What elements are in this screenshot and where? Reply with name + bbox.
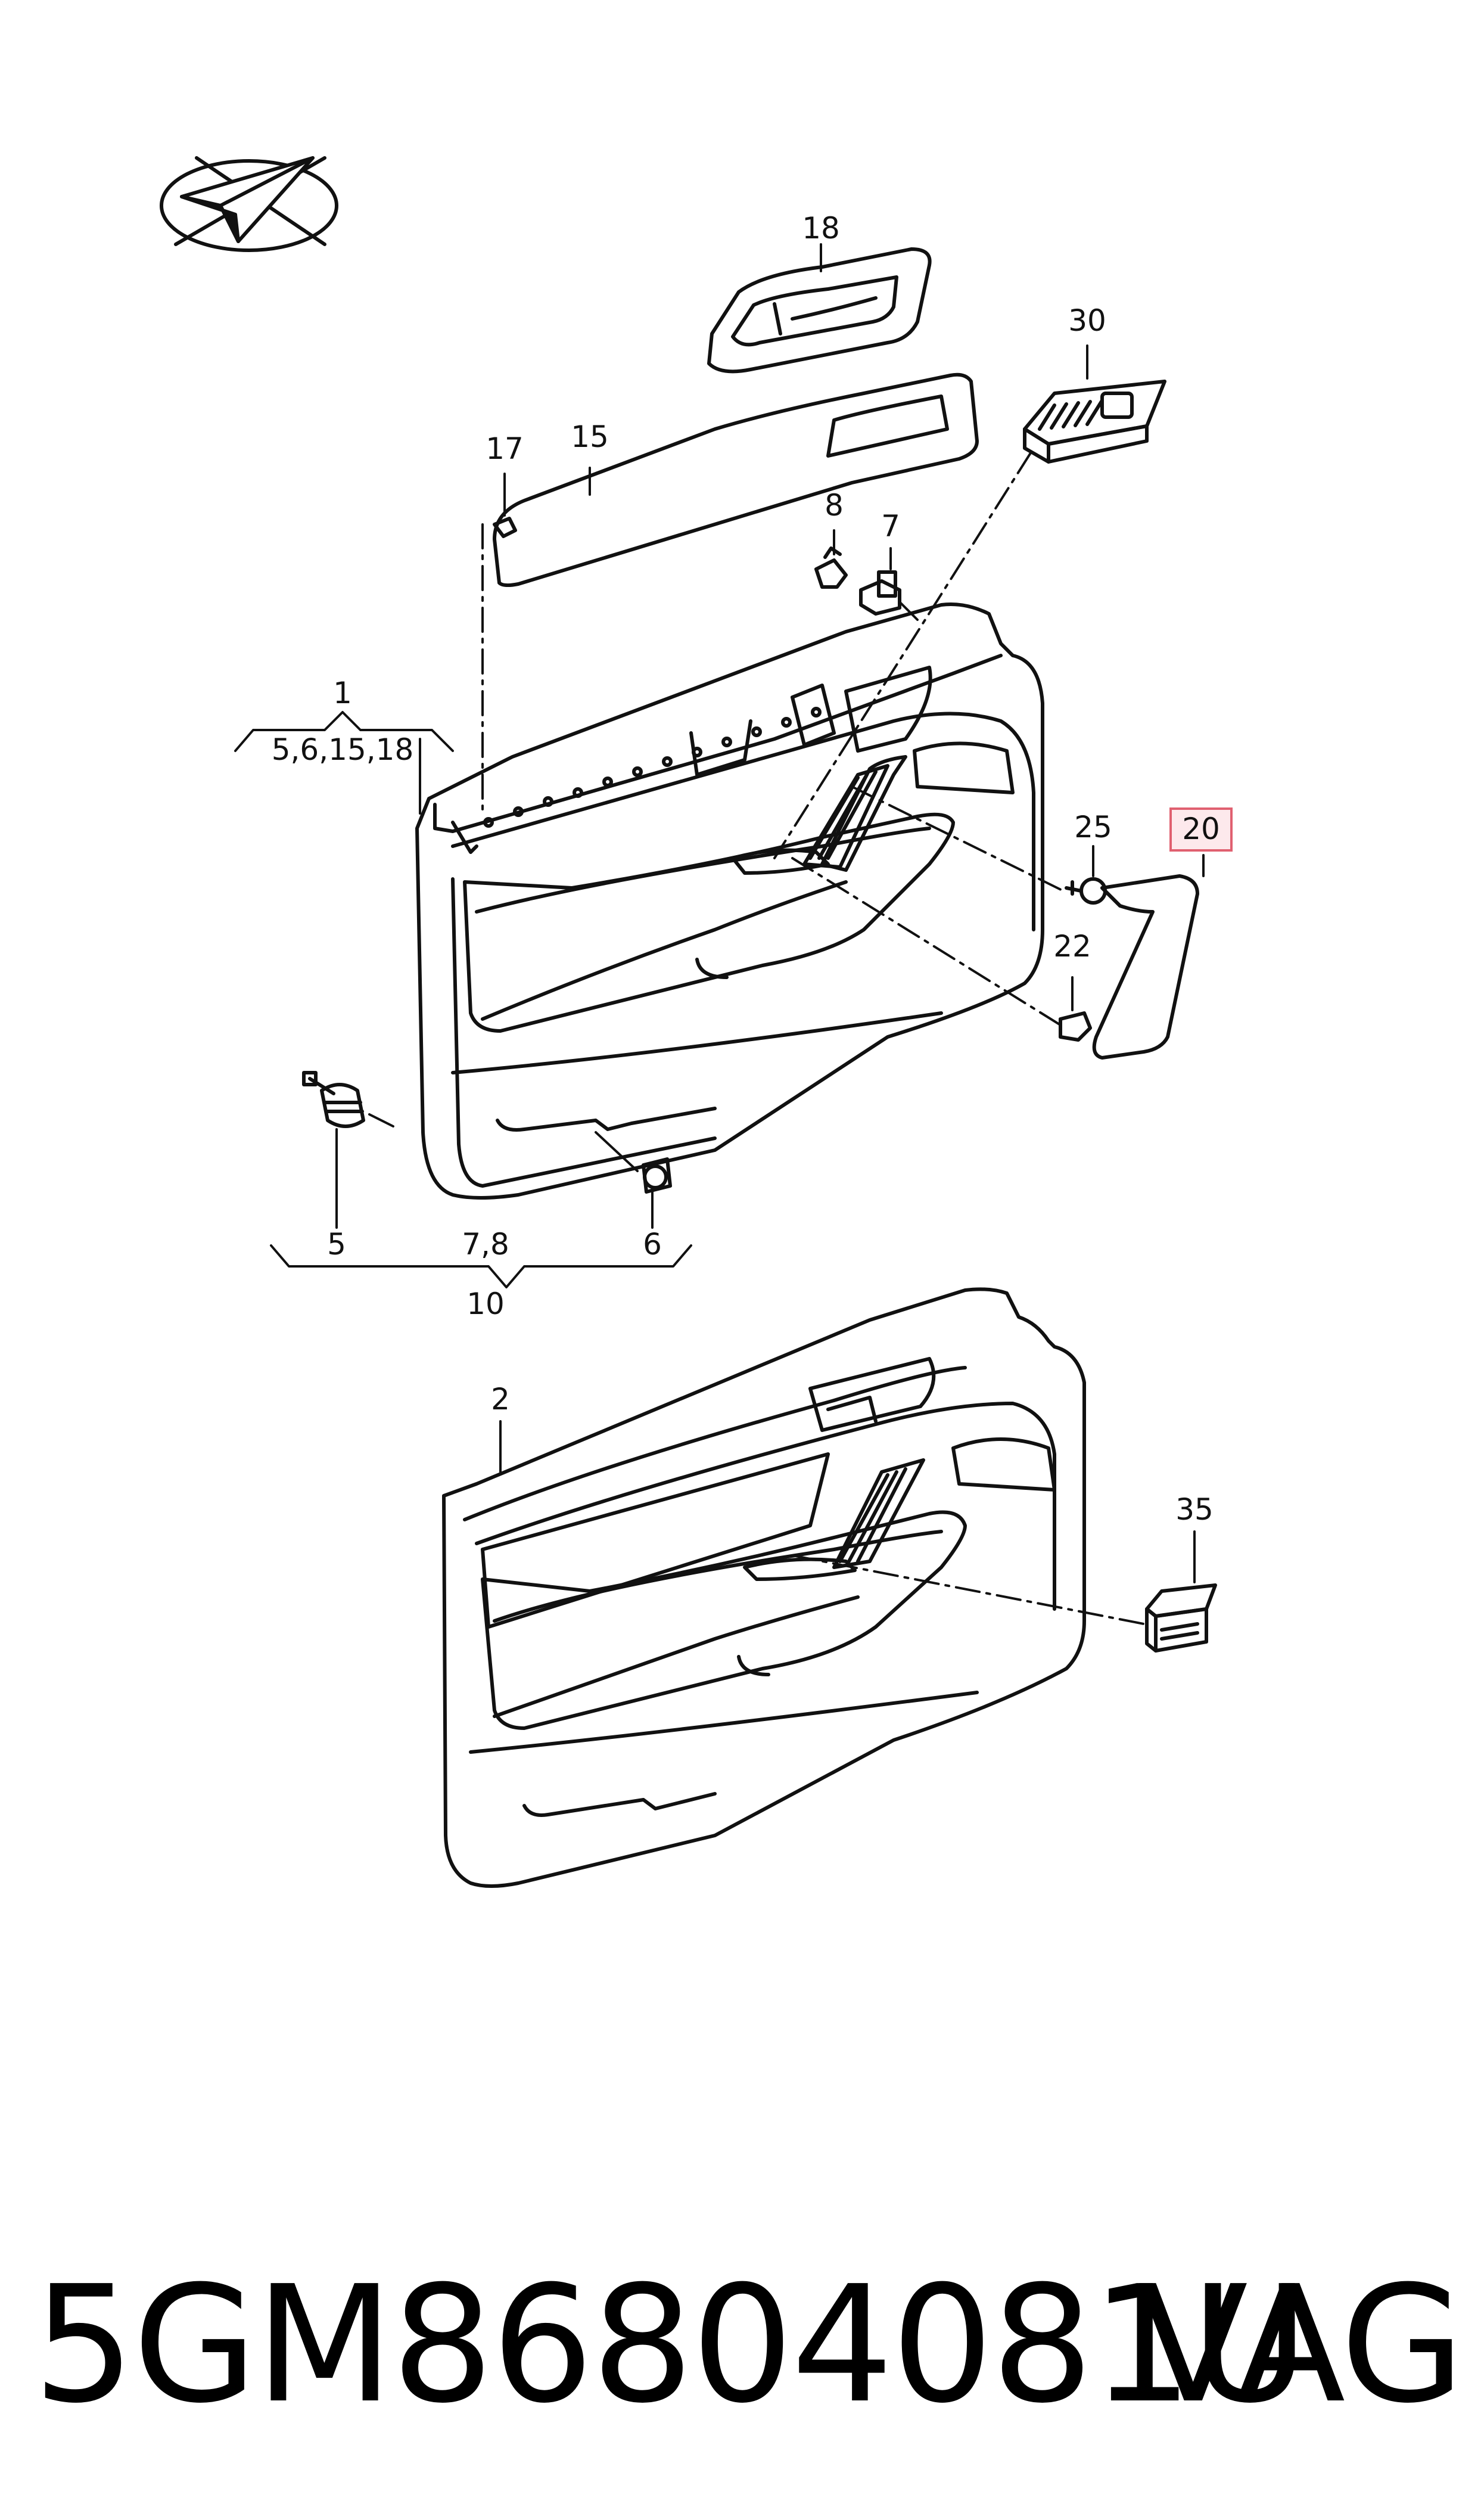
brand-logo-icon [161,158,337,250]
label-20: 20 [1182,812,1220,846]
part-5-clip-icon [304,1073,363,1126]
part-15-trim-strip-icon [494,375,977,585]
part-20-trim-strip-icon [1094,876,1197,1058]
part-7-clip-icon [861,572,900,614]
label-18: 18 [802,211,840,246]
label-6: 6 [643,1227,662,1262]
part-22-clip-icon [1060,1013,1090,1040]
part-1-door-panel-icon [417,604,1043,1198]
label-17: 17 [486,431,524,466]
label-35: 35 [1175,1492,1214,1527]
part-8-clip-icon [816,548,846,587]
leader-lines [337,244,1203,1582]
part-17-clip-icon [494,518,515,536]
assembly-lines [483,453,1144,1624]
part-18-handle-frame-icon [709,249,930,371]
label-22: 22 [1053,929,1091,964]
label-7-8: 7,8 [462,1227,509,1262]
group-brackets [235,712,691,1287]
label-1-sub: 5,6,15,18 [272,732,414,767]
part-25-screw-icon [1066,877,1107,905]
label-25: 25 [1074,810,1112,844]
footer: 5GM86804081U VAG [33,2247,1465,2443]
label-5: 5 [327,1227,346,1262]
label-2: 2 [491,1382,510,1417]
part-2-door-panel-icon [444,1289,1084,1886]
part-6-screw-icon [643,1159,670,1192]
callout-labels: 18 30 17 15 8 7 1 5,6,15,18 25 20 22 5 7… [272,211,1220,1527]
part-30-switch-icon [1025,381,1165,462]
part-20-highlight-box [1171,809,1231,850]
label-10: 10 [466,1287,505,1321]
brand-name: VAG [1138,2251,1465,2439]
label-8: 8 [825,488,844,523]
label-7: 7 [881,509,900,543]
part-number: 5GM86804081U [33,2251,1309,2439]
label-15: 15 [571,420,609,454]
label-30: 30 [1068,303,1106,338]
part-35-switch-icon [1147,1585,1215,1651]
label-1: 1 [333,676,352,710]
